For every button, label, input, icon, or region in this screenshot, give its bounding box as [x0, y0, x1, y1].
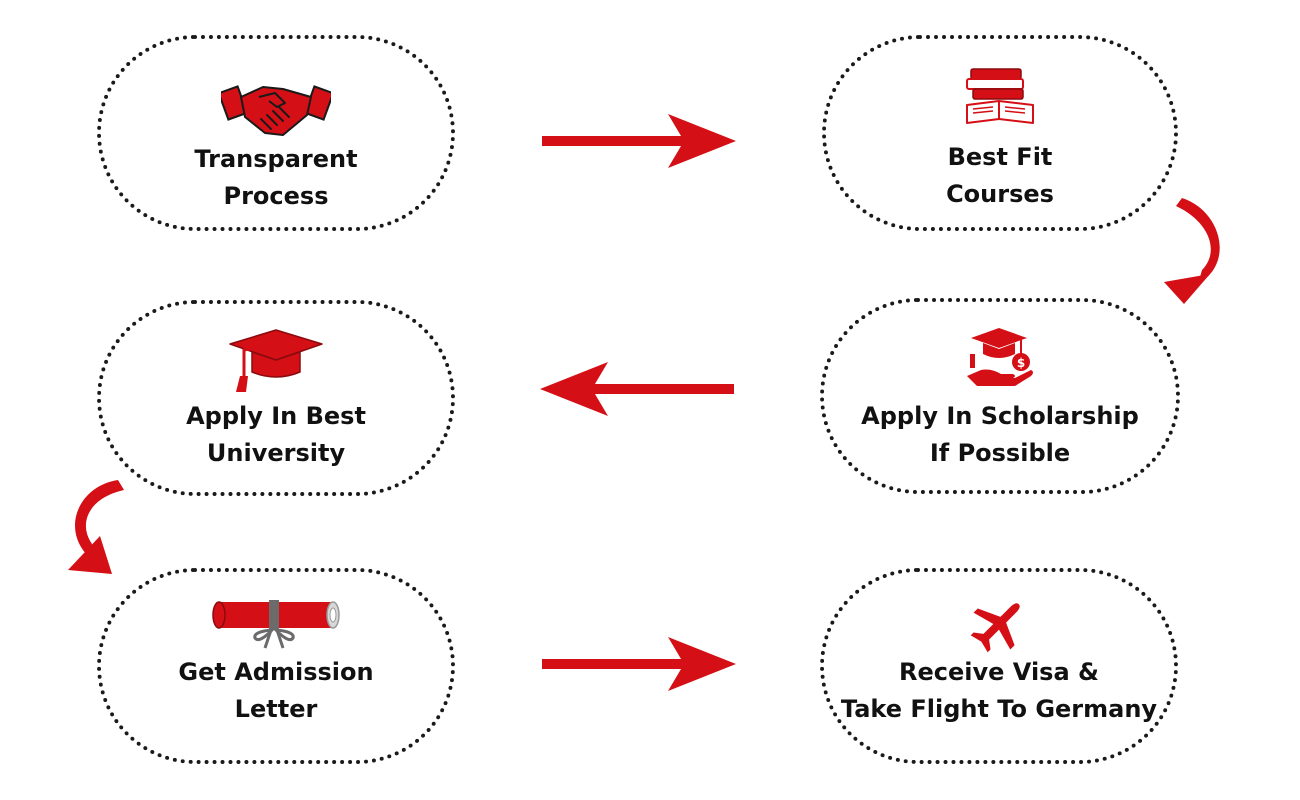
handshake-icon	[221, 85, 331, 136]
arrow-right-1	[542, 114, 736, 168]
curved-arrow-down-left	[68, 480, 124, 574]
step-node-apply-in-best-university: Apply In Best University	[97, 300, 455, 496]
step-node-get-admission-letter: Get Admission Letter	[97, 568, 455, 764]
arrow-right-2	[542, 637, 736, 691]
step-label: Best Fit Courses	[826, 139, 1174, 213]
step-label-line1: Receive Visa &	[899, 658, 1099, 686]
step-label-line2: Process	[223, 182, 329, 210]
arrow-left-1	[540, 362, 734, 416]
svg-text:$: $	[1017, 356, 1025, 370]
step-label-line2: Letter	[234, 695, 318, 723]
step-node-best-fit-courses: Best Fit Courses	[822, 35, 1178, 231]
step-node-transparent-process: Transparent Process	[97, 35, 455, 231]
step-label-line2: If Possible	[929, 439, 1071, 467]
step-label: Transparent Process	[101, 141, 451, 215]
step-label-line2: Courses	[946, 180, 1054, 208]
step-label-line2: Take Flight To Germany	[840, 695, 1158, 723]
step-node-receive-visa: Receive Visa & Take Flight To Germany	[820, 568, 1178, 764]
step-label-line1: Apply In Scholarship	[861, 402, 1139, 430]
step-label: Receive Visa & Take Flight To Germany	[824, 654, 1174, 728]
graduation-cap-icon	[229, 329, 323, 392]
step-label-line1: Get Admission	[178, 658, 374, 686]
airplane-icon	[970, 603, 1020, 653]
step-label-line2: University	[206, 439, 346, 467]
step-label-line1: Best Fit	[947, 143, 1053, 171]
step-node-apply-in-scholarship: $ Apply In Scholarship If Possible	[820, 298, 1180, 494]
step-label: Apply In Best University	[101, 398, 451, 472]
diploma-scroll-icon	[212, 600, 340, 649]
step-label-line1: Transparent	[194, 145, 358, 173]
step-label: Get Admission Letter	[101, 654, 451, 728]
books-icon	[966, 68, 1034, 124]
curved-arrow-down-right	[1164, 198, 1220, 304]
step-label: Apply In Scholarship If Possible	[824, 398, 1176, 472]
scholarship-icon: $	[967, 328, 1033, 386]
step-label-line1: Apply In Best	[186, 402, 366, 430]
